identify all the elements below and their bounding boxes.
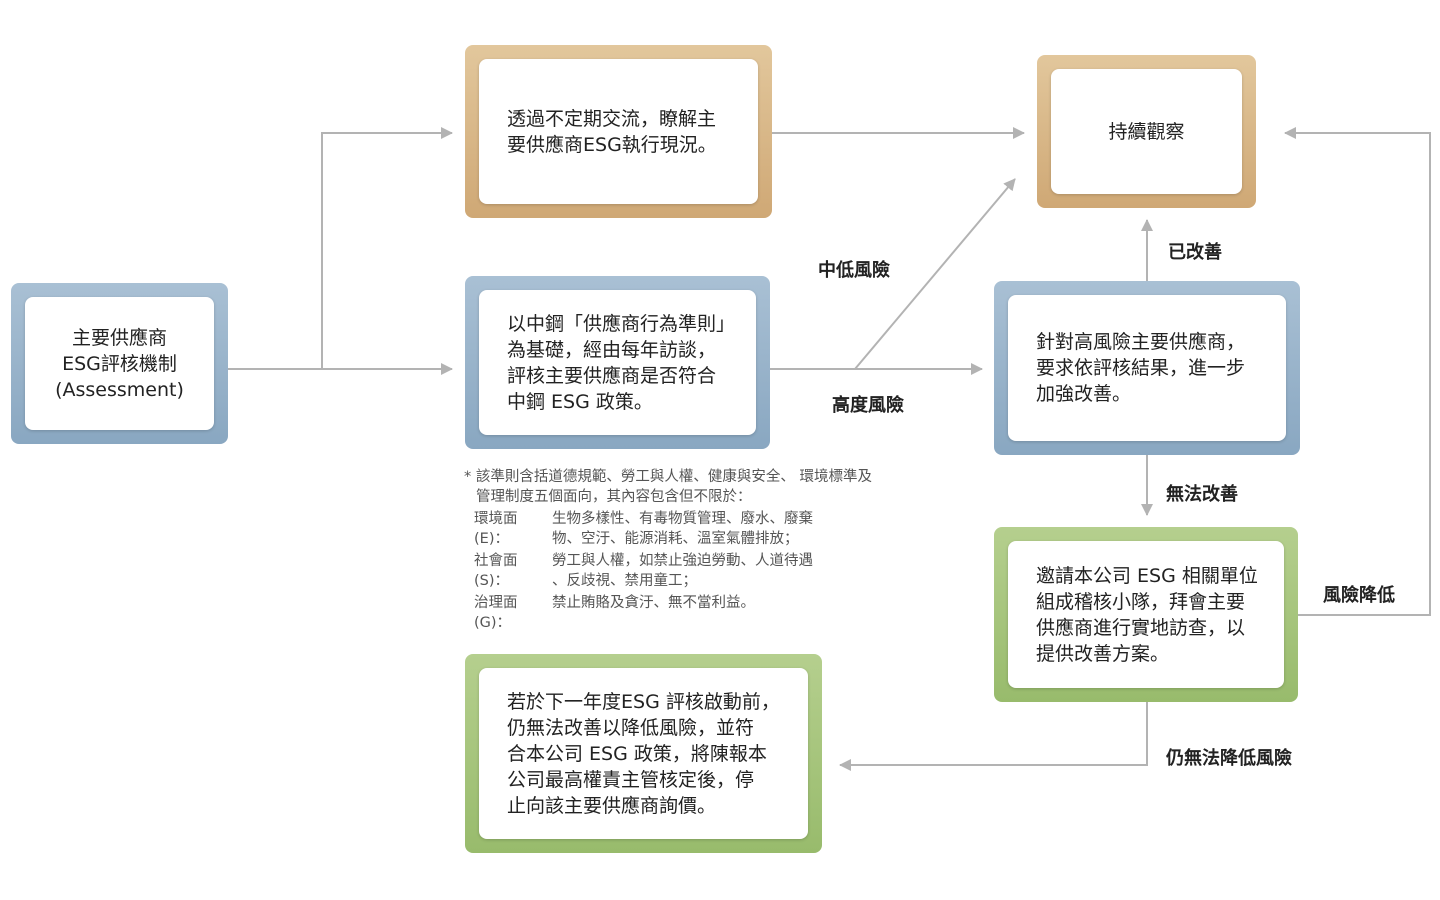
label-still-cannot-reduce: 仍無法降低風險 [1166,748,1292,769]
label-improved: 已改善 [1168,242,1222,263]
note-item-social: 社會面(S)： 勞工與人權，如禁止強迫勞動、人道待遇 、反歧視、禁用童工； [462,551,872,591]
stop-inquiry-node: 若於下一年度ESG 評核啟動前， 仍無法改善以降低風險，並符 合本公司 ESG … [465,654,822,853]
note-item-key: 環境面(E)： [474,511,518,547]
interview-node-text: 以中鋼「供應商行為準則」 為基礎，經由每年訪談， 評核主要供應商是否符合 中鋼 … [507,312,736,413]
label-risk-reduced: 風險降低 [1323,585,1395,606]
audit-team-node: 邀請本公司 ESG 相關單位 組成稽核小隊，拜會主要 供應商進行實地訪查，以 提… [994,527,1298,702]
edge-interview-to-observe-mid-low [854,178,1016,370]
edge-assessment-to-exchange [321,127,453,369]
code-of-conduct-note: * 該準則含括道德規範、勞工與人權、健康與安全、 環境標準及管理制度五個面向，其… [462,467,872,633]
note-item-key: 社會面(S)： [474,553,518,589]
interview-node: 以中鋼「供應商行為準則」 為基礎，經由每年訪談， 評核主要供應商是否符合 中鋼 … [465,276,770,449]
note-item-governance: 治理面(G)： 禁止賄賂及貪汙、無不當利益。 [462,593,872,633]
assessment-node: 主要供應商 ESG評核機制 (Assessment) [11,283,228,444]
note-item-key: 治理面(G)： [474,595,518,631]
label-mid-low-risk: 中低風險 [818,260,890,281]
note-item-value: 生物多樣性、有毒物質管理、廢水、廢棄 物、空汙、能源消耗、溫室氣體排放； [552,511,813,547]
assessment-node-text: 主要供應商 ESG評核機制 (Assessment) [55,326,184,401]
note-item-environment: 環境面(E)： 生物多樣性、有毒物質管理、廢水、廢棄 物、空汙、能源消耗、溫室氣… [462,509,872,549]
high-risk-action-node-text: 針對高風險主要供應商， 要求依評核結果，進一步 加強改善。 [1036,331,1246,405]
observe-node: 持續觀察 [1037,55,1256,208]
exchange-node: 透過不定期交流，瞭解主 要供應商ESG執行現況。 [465,45,772,218]
edge-audit-to-stop [839,702,1148,771]
note-item-value: 禁止賄賂及貪汙、無不當利益。 [552,595,755,611]
audit-team-node-text: 邀請本公司 ESG 相關單位 組成稽核小隊，拜會主要 供應商進行實地訪查，以 提… [1036,564,1258,665]
note-item-value: 勞工與人權，如禁止強迫勞動、人道待遇 、反歧視、禁用童工； [552,553,813,589]
stop-inquiry-node-text: 若於下一年度ESG 評核啟動前， 仍無法改善以降低風險，並符 合本公司 ESG … [507,690,780,817]
edge-audit-to-observe-risk-reduced [1284,127,1431,616]
observe-node-text: 持續觀察 [1108,120,1185,143]
note-intro: * 該準則含括道德規範、勞工與人權、健康與安全、 環境標準及管理制度五個面向，其… [464,469,872,505]
label-cannot-improve: 無法改善 [1166,484,1238,505]
high-risk-action-node: 針對高風險主要供應商， 要求依評核結果，進一步 加強改善。 [994,281,1300,455]
exchange-node-text: 透過不定期交流，瞭解主 要供應商ESG執行現況。 [507,107,717,156]
label-high-risk: 高度風險 [832,395,904,416]
